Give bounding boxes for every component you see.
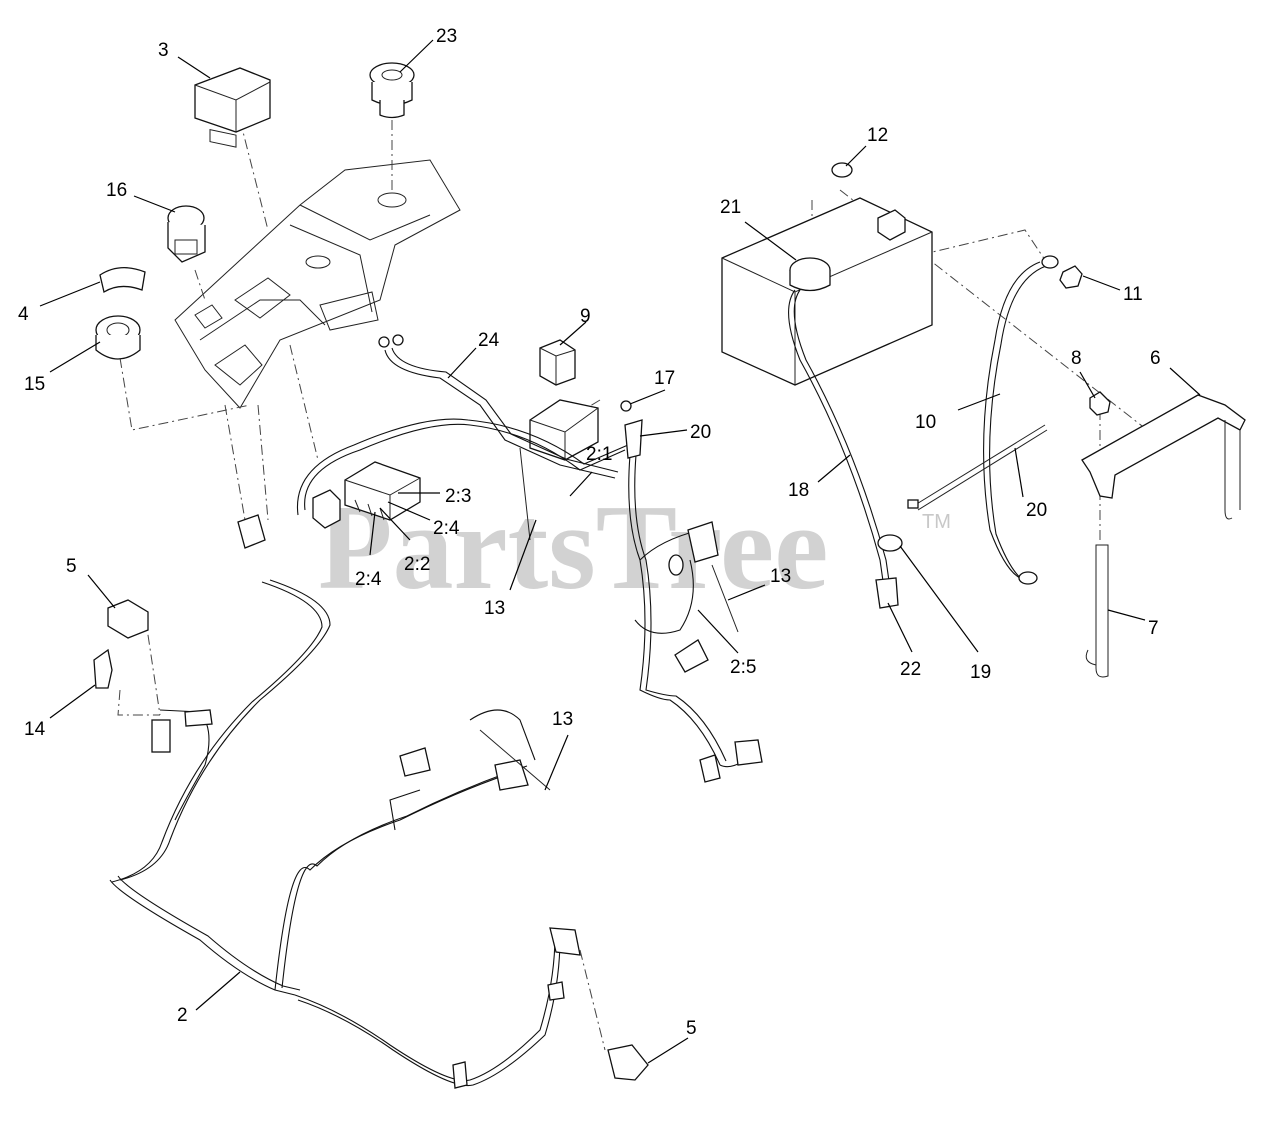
callout-2-5: 2:5 [730,657,756,678]
callout-2-4-upper: 2:4 [433,518,460,539]
relay-socket-part [529,399,599,461]
cable-tie-part [907,424,1048,511]
callout-12: 12 [867,125,888,146]
callout-20-battery: 20 [1026,500,1047,521]
callout-13-lower: 13 [552,709,573,730]
battery-bracket-part [1081,394,1246,520]
cable-ring-part [877,534,903,552]
callout-9: 9 [580,306,591,327]
callout-2-3: 2:3 [445,486,471,507]
callout-10: 10 [915,412,936,433]
bolt-part [1059,265,1083,289]
callout-13-left: 13 [484,598,505,619]
callout-21: 21 [720,197,741,218]
callout-labels: 3 23 16 4 15 24 9 17 21 12 11 8 6 10 18 … [18,26,1161,1039]
callout-6: 6 [1150,348,1161,369]
callout-15: 15 [24,374,45,395]
callout-2-2: 2:2 [404,554,430,575]
callout-7: 7 [1148,618,1159,639]
key-part [99,267,146,294]
ignition-switch-part [95,315,141,360]
battery-part [721,197,933,386]
power-outlet-part [369,62,415,119]
relay-part [539,339,576,386]
switch-part [167,205,206,263]
callout-16: 16 [106,180,127,201]
callout-24: 24 [478,330,500,351]
callout-2-4-lower: 2:4 [355,569,382,590]
leader-lines [39,39,1201,1064]
harness-components [93,334,763,1089]
main-harness [109,347,746,1087]
callout-11: 11 [1123,284,1143,305]
callout-13-right: 13 [770,566,791,587]
nut-part [831,162,853,178]
callout-22: 22 [900,659,921,680]
callout-14: 14 [24,719,46,740]
j-bolt-part [1085,544,1109,678]
dash-panel [174,159,461,409]
callout-23: 23 [436,26,457,47]
callout-2-1: 2:1 [586,444,612,465]
watermark-tm: TM [922,511,951,533]
callout-5-lower: 5 [686,1018,697,1039]
negative-cable-part [983,255,1059,585]
callout-17: 17 [654,368,675,389]
callout-3: 3 [158,40,169,61]
callout-5-upper: 5 [66,556,77,577]
fuse-block-part [344,461,421,521]
callout-20-harness: 20 [690,422,711,443]
hour-meter-part [194,67,271,148]
callout-18: 18 [788,480,809,501]
screw-part [620,400,632,412]
harness-connector-part [237,489,341,549]
positive-cable-part [788,289,899,609]
callout-8: 8 [1071,348,1082,369]
callout-19: 19 [970,662,991,683]
callout-4: 4 [18,304,29,325]
callout-2: 2 [177,1005,188,1026]
